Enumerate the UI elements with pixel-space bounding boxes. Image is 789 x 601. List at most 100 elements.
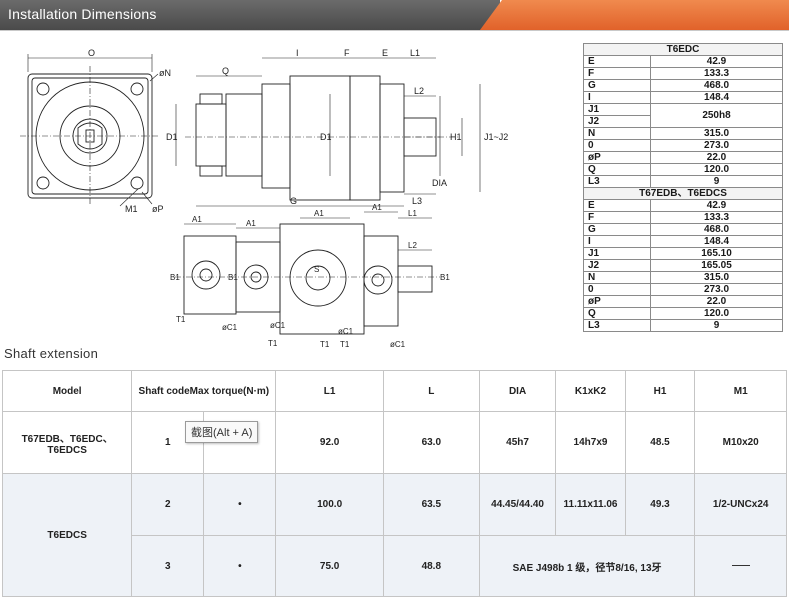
cell-M1: M10x20	[694, 411, 787, 474]
dim-label-T1-4: T1	[340, 340, 350, 349]
cell-L1: 100.0	[275, 473, 384, 536]
spec-key: 0	[583, 139, 651, 152]
dim-label-D1-left: D1	[166, 132, 178, 142]
dim-label-M1: M1	[125, 204, 138, 214]
table-row: 3 • 75.0 48.8 SAE J498b 1 级，径节8/16, 13牙	[3, 535, 787, 597]
col-max-torque: Max torque(N·m)	[189, 385, 270, 397]
dim-label-C1-1: øC1	[222, 323, 238, 332]
spec-key: J1	[583, 103, 651, 116]
spec-key: L3	[583, 175, 651, 188]
spec-key: L3	[583, 319, 651, 332]
dim-label-A1-4: A1	[372, 203, 382, 212]
spec-key: G	[583, 223, 651, 236]
spec-key: 0	[583, 283, 651, 296]
dim-label-D1-right: D1	[320, 132, 332, 142]
spec-group-title: T6EDC	[583, 43, 783, 56]
cell-model-group: T6EDCS	[1, 473, 133, 597]
cell-L1: 92.0	[275, 411, 384, 474]
shaft-header-row: Model Shaft codeMax torque(N·m) L1 L DIA…	[1, 370, 787, 412]
shaft-extension-title: Shaft extension	[4, 346, 99, 361]
cell-code: 3	[131, 535, 205, 597]
cell-M1	[694, 535, 787, 597]
dim-label-L1-b: L1	[408, 209, 417, 218]
cell-torque: •	[203, 473, 277, 536]
spec-key: øP	[583, 295, 651, 308]
dim-label-C1-3: øC1	[338, 327, 354, 336]
spec-value: 148.4	[650, 235, 783, 248]
bottom-view	[175, 211, 440, 335]
cell-L: 48.8	[382, 535, 480, 597]
dim-label-H1: H1	[450, 132, 462, 142]
screenshot-tooltip: 截图(Alt + A)	[185, 421, 259, 443]
spec-value: 22.0	[650, 151, 783, 164]
spec-key: E	[583, 199, 651, 212]
dim-label-Q: Q	[222, 66, 229, 76]
installation-drawing: O øN M1 øP	[0, 36, 575, 356]
col-L: L	[382, 370, 480, 412]
table-row: T6EDCS 2 • 100.0 63.5 44.45/44.40 11.11x…	[1, 473, 787, 597]
spec-value: 273.0	[650, 139, 783, 152]
cell-H1: 48.5	[624, 411, 696, 474]
dim-label-I: I	[296, 48, 299, 58]
dim-label-B1-1: B1	[170, 273, 180, 282]
dim-label-P: øP	[152, 204, 164, 214]
spec-value: 9	[650, 175, 783, 188]
header-divider	[0, 30, 789, 31]
spec-key: I	[583, 235, 651, 248]
dim-label-C1-4: øC1	[390, 340, 406, 349]
col-shaft-code: Shaft code	[138, 385, 190, 397]
dim-label-L3: L3	[412, 196, 422, 206]
col-L1: L1	[275, 370, 384, 412]
col-H1: H1	[624, 370, 696, 412]
spec-key: øP	[583, 151, 651, 164]
spec-group-title: T67EDB、T6EDCS	[583, 187, 783, 200]
spec-value: 42.9	[650, 55, 783, 68]
cell-L1: 75.0	[275, 535, 384, 597]
header-band-accent	[480, 0, 789, 30]
spec-key: I	[583, 91, 651, 104]
spec-group-row: T6EDC	[583, 43, 783, 56]
cell-K: 11.11x11.06	[555, 473, 626, 536]
dash-mark	[731, 565, 750, 567]
cell-M1: 1/2-UNCx24	[694, 473, 787, 536]
spec-key: E	[583, 55, 651, 68]
dim-label-L1: L1	[410, 48, 420, 58]
col-M1: M1	[694, 370, 787, 412]
col-DIA: DIA	[478, 370, 557, 412]
section-header: Installation Dimensions	[0, 0, 789, 30]
spec-value: 315.0	[650, 271, 783, 284]
dim-label-S: S	[314, 265, 319, 274]
spec-key: N	[583, 271, 651, 284]
spec-key: Q	[583, 307, 651, 320]
shaft-table: Model Shaft codeMax torque(N·m) L1 L DIA…	[1, 370, 787, 597]
cell-K: 14h7x9	[555, 411, 626, 474]
section-title: Installation Dimensions	[8, 6, 157, 22]
spec-value: 120.0	[650, 307, 783, 320]
spec-value: 42.9	[650, 199, 783, 212]
spec-key: N	[583, 127, 651, 140]
dim-label-C1-2: øC1	[270, 321, 286, 330]
spec-value: 22.0	[650, 295, 783, 308]
spec-group-row: T67EDB、T6EDCS	[583, 187, 783, 200]
spec-value: 133.3	[650, 211, 783, 224]
spec-value: 9	[650, 319, 783, 332]
spec-key: G	[583, 79, 651, 92]
spec-key: J1	[583, 247, 651, 260]
dim-label-L2: L2	[414, 86, 424, 96]
spec-value: 273.0	[650, 283, 783, 296]
cell-L: 63.0	[382, 411, 480, 474]
cell-spline-note: SAE J498b 1 级，径节8/16, 13牙	[478, 535, 696, 597]
col-K1xK2: K1xK2	[555, 370, 626, 412]
dim-label-B1-2: B1	[228, 273, 238, 282]
spec-key: J2	[583, 259, 651, 272]
dim-label-A1-3: A1	[314, 209, 324, 218]
cell-H1: 49.3	[624, 473, 696, 536]
cell-torque: •	[203, 535, 277, 597]
cell-model: T67EDB、T6EDC、T6EDCS	[1, 411, 133, 474]
col-model: Model	[1, 370, 133, 412]
front-view	[20, 54, 160, 207]
dim-label-L2-b: L2	[408, 241, 417, 250]
dim-label-J1J2: J1~J2	[484, 132, 508, 142]
dim-label-N: øN	[159, 68, 171, 78]
